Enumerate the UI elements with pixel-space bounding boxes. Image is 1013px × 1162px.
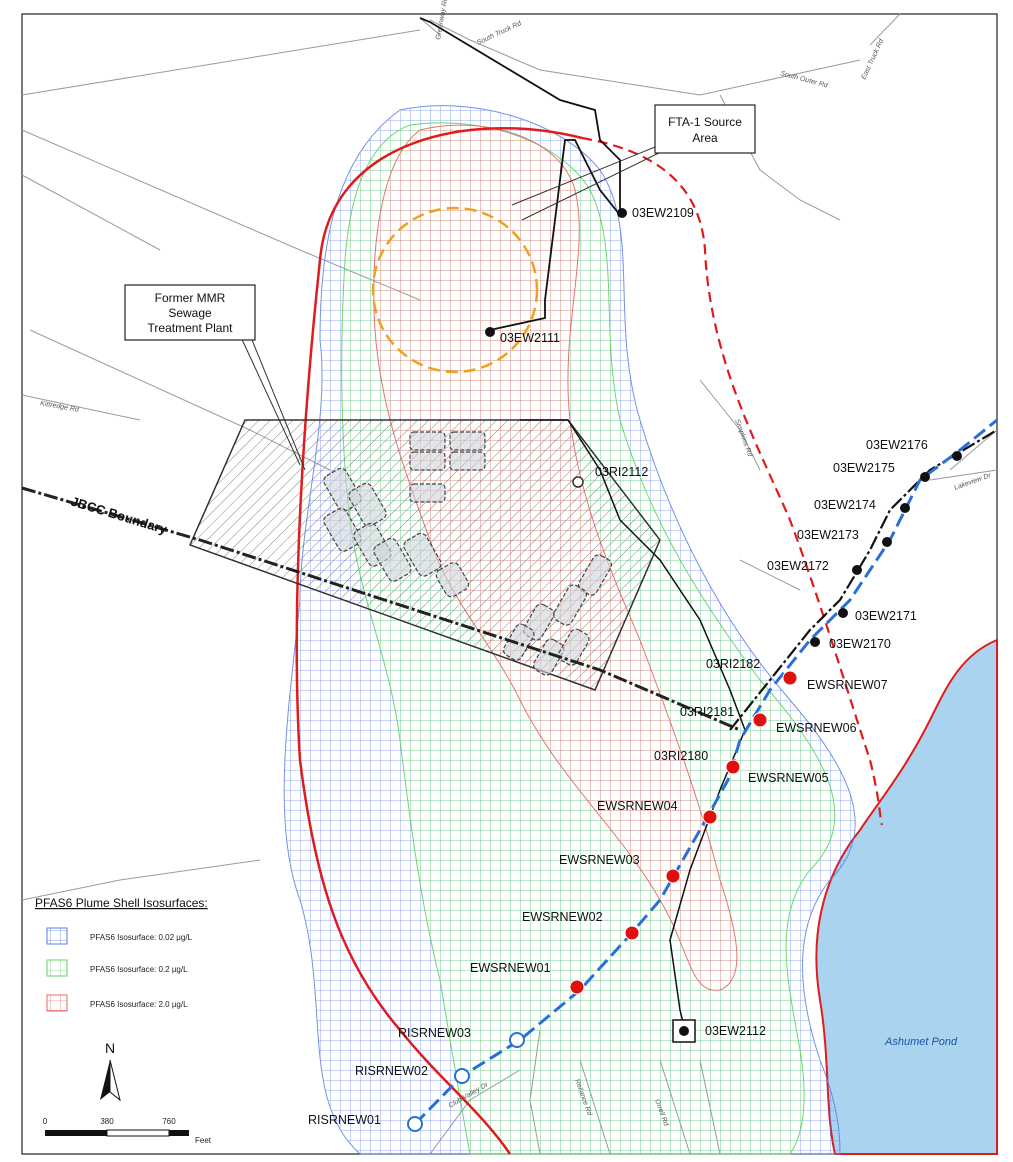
label-03ri2181: 03RI2181	[680, 705, 734, 719]
label-03ri2180: 03RI2180	[654, 749, 708, 763]
jbcc-boundary-line	[21, 486, 741, 732]
red-wells	[569, 670, 798, 995]
plume-boundary-dashed	[581, 136, 884, 826]
label-03ri2182: 03RI2182	[706, 657, 760, 671]
north-arrow: N	[100, 1040, 121, 1102]
label-03ew2174: 03EW2174	[814, 498, 876, 512]
label-03ew2112: 03EW2112	[705, 1024, 766, 1038]
ew2112-marker	[679, 1026, 689, 1036]
svg-text:760: 760	[162, 1117, 176, 1126]
callout-sewage-line1: Former MMR	[155, 291, 226, 305]
callout-sewage-plant: Former MMR Sewage Treatment Plant	[124, 284, 306, 471]
label-03ri2112: 03RI2112	[595, 465, 648, 479]
fta-source-area-circle	[371, 206, 539, 374]
label-risrnew02: RISRNEW02	[355, 1064, 428, 1078]
label-03ew2175: 03EW2175	[833, 461, 895, 475]
callout-fta-source: FTA-1 Source Area	[511, 104, 756, 221]
label-03ew2170: 03EW2170	[829, 637, 891, 651]
legend-item-blue: PFAS6 Isosurface: 0.02 µg/L	[90, 933, 193, 942]
label-risrnew01: RISRNEW01	[308, 1113, 381, 1127]
north-arrow-label: N	[105, 1040, 115, 1056]
label-ewsrnew05: EWSRNEW05	[748, 771, 829, 785]
legend-item-red: PFAS6 Isosurface: 2.0 µg/L	[90, 1000, 188, 1009]
svg-text:0: 0	[43, 1117, 48, 1126]
label-risrnew03: RISRNEW03	[398, 1026, 471, 1040]
label-ewsrnew03: EWSRNEW03	[559, 853, 640, 867]
svg-text:380: 380	[100, 1117, 114, 1126]
label-ewsrnew02: EWSRNEW02	[522, 910, 603, 924]
well-labels: 03EW2109 03EW2111 03RI2112 03EW2176 03EW…	[308, 206, 928, 1127]
pipeline-east	[729, 429, 998, 731]
label-ewsrnew07: EWSRNEW07	[807, 678, 888, 692]
callout-sewage-line2: Sewage	[168, 306, 212, 320]
svg-text:Feet: Feet	[195, 1136, 212, 1145]
open-wells	[407, 1032, 525, 1132]
callout-fta-line2: Area	[692, 131, 718, 145]
label-03ew2172: 03EW2172	[767, 559, 829, 573]
legend-title: PFAS6 Plume Shell Isosurfaces:	[35, 896, 208, 910]
label-ewsrnew06: EWSRNEW06	[776, 721, 857, 735]
scale-bar: 0 380 760 Feet	[43, 1117, 212, 1145]
pond-label: Ashumet Pond	[884, 1036, 958, 1048]
label-ewsrnew01: EWSRNEW01	[470, 961, 551, 975]
label-03ew2176: 03EW2176	[866, 438, 928, 452]
pipeline-main	[520, 419, 746, 1031]
callout-fta-line1: FTA-1 Source	[668, 115, 742, 129]
label-ewsrnew04: EWSRNEW04	[597, 799, 678, 813]
ri2112-marker	[572, 476, 584, 488]
black-wells	[485, 208, 962, 647]
plume-boundary-solid	[295, 127, 583, 1155]
legend: PFAS6 Plume Shell Isosurfaces: PFAS6 Iso…	[35, 896, 208, 1012]
callout-sewage-line3: Treatment Plant	[148, 321, 234, 335]
label-03ew2111: 03EW2111	[500, 331, 560, 345]
label-03ew2171: 03EW2171	[855, 609, 917, 623]
label-03ew2173: 03EW2173	[797, 528, 859, 542]
legend-item-green: PFAS6 Isosurface: 0.2 µg/L	[90, 965, 188, 974]
sewage-plant-basins	[323, 431, 613, 676]
label-03ew2109: 03EW2109	[632, 206, 694, 220]
